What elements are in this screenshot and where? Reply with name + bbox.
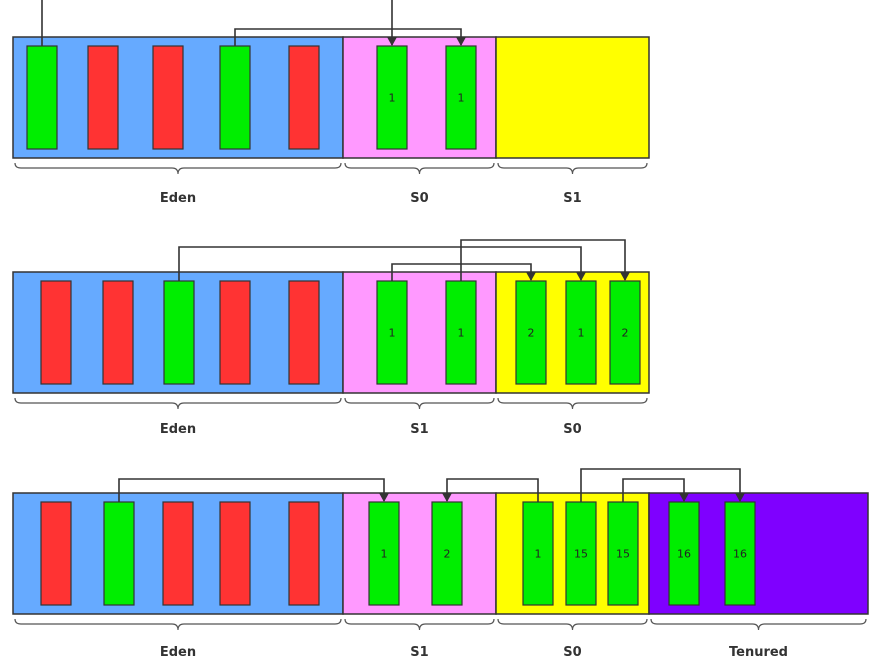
live-object — [445, 280, 477, 385]
dead-object — [288, 280, 320, 385]
copy-arrow — [442, 478, 539, 502]
live-object — [368, 501, 400, 606]
object-age-label: 1 — [381, 548, 388, 561]
region-brace — [497, 162, 648, 175]
region-label: S0 — [563, 422, 581, 437]
copy-arrow — [622, 478, 689, 502]
dead-object — [152, 45, 184, 150]
dead-object — [102, 280, 134, 385]
dead-object — [40, 280, 72, 385]
region-label: S1 — [410, 645, 428, 660]
live-object — [26, 45, 58, 150]
region-label: S1 — [410, 422, 428, 437]
region-brace — [14, 162, 342, 175]
object-age-label: 2 — [528, 327, 535, 340]
object-age-label: 1 — [458, 327, 465, 340]
live-object — [724, 501, 756, 606]
dead-object — [162, 501, 194, 606]
dead-object — [288, 45, 320, 150]
copy-arrow — [118, 478, 389, 502]
copy-arrow — [178, 246, 586, 281]
region-label: S0 — [563, 645, 581, 660]
heap-panel-2: Eden S1 S0 1 1 2 1 2 — [12, 239, 650, 437]
region-s1 — [342, 492, 497, 615]
object-age-label: 16 — [677, 548, 691, 561]
copy-arrow — [460, 239, 630, 281]
region-label: Eden — [160, 422, 196, 437]
object-age-label: 16 — [733, 548, 747, 561]
live-object — [607, 501, 639, 606]
dead-object — [219, 280, 251, 385]
dead-object — [219, 501, 251, 606]
object-age-label: 1 — [389, 327, 396, 340]
live-object — [431, 501, 463, 606]
region-s1 — [495, 36, 650, 159]
live-object — [668, 501, 700, 606]
object-age-label: 1 — [458, 92, 465, 105]
region-brace — [497, 397, 648, 410]
region-brace — [344, 618, 495, 631]
object-age-label: 2 — [444, 548, 451, 561]
copy-arrow — [580, 468, 745, 502]
region-brace — [497, 618, 648, 631]
live-object — [522, 501, 554, 606]
object-age-label: 15 — [616, 548, 630, 561]
region-label: Eden — [160, 191, 196, 206]
region-brace — [14, 397, 342, 410]
dead-object — [288, 501, 320, 606]
region-label: Tenured — [729, 645, 788, 660]
live-object — [565, 280, 597, 385]
object-age-label: 1 — [578, 327, 585, 340]
dead-object — [87, 45, 119, 150]
region-label: Eden — [160, 645, 196, 660]
object-age-label: 2 — [622, 327, 629, 340]
copy-arrow — [41, 0, 397, 46]
region-brace — [650, 618, 867, 631]
heap-panel-1: Eden S0 S1 1 1 — [12, 0, 650, 206]
live-object — [103, 501, 135, 606]
copy-arrow — [234, 28, 466, 46]
live-object — [609, 280, 641, 385]
live-object — [163, 280, 195, 385]
region-brace — [14, 618, 342, 631]
live-object — [515, 280, 547, 385]
live-object — [376, 45, 408, 150]
region-brace — [344, 162, 495, 175]
heap-panel-3: Eden S1 S0 Tenured 1 2 1 15 15 16 16 — [12, 468, 869, 660]
object-age-label: 1 — [535, 548, 542, 561]
live-object — [445, 45, 477, 150]
live-object — [565, 501, 597, 606]
live-object — [219, 45, 251, 150]
region-label: S1 — [563, 191, 581, 206]
region-brace — [344, 397, 495, 410]
object-age-label: 1 — [389, 92, 396, 105]
live-object — [376, 280, 408, 385]
object-age-label: 15 — [574, 548, 588, 561]
dead-object — [40, 501, 72, 606]
region-label: S0 — [410, 191, 428, 206]
